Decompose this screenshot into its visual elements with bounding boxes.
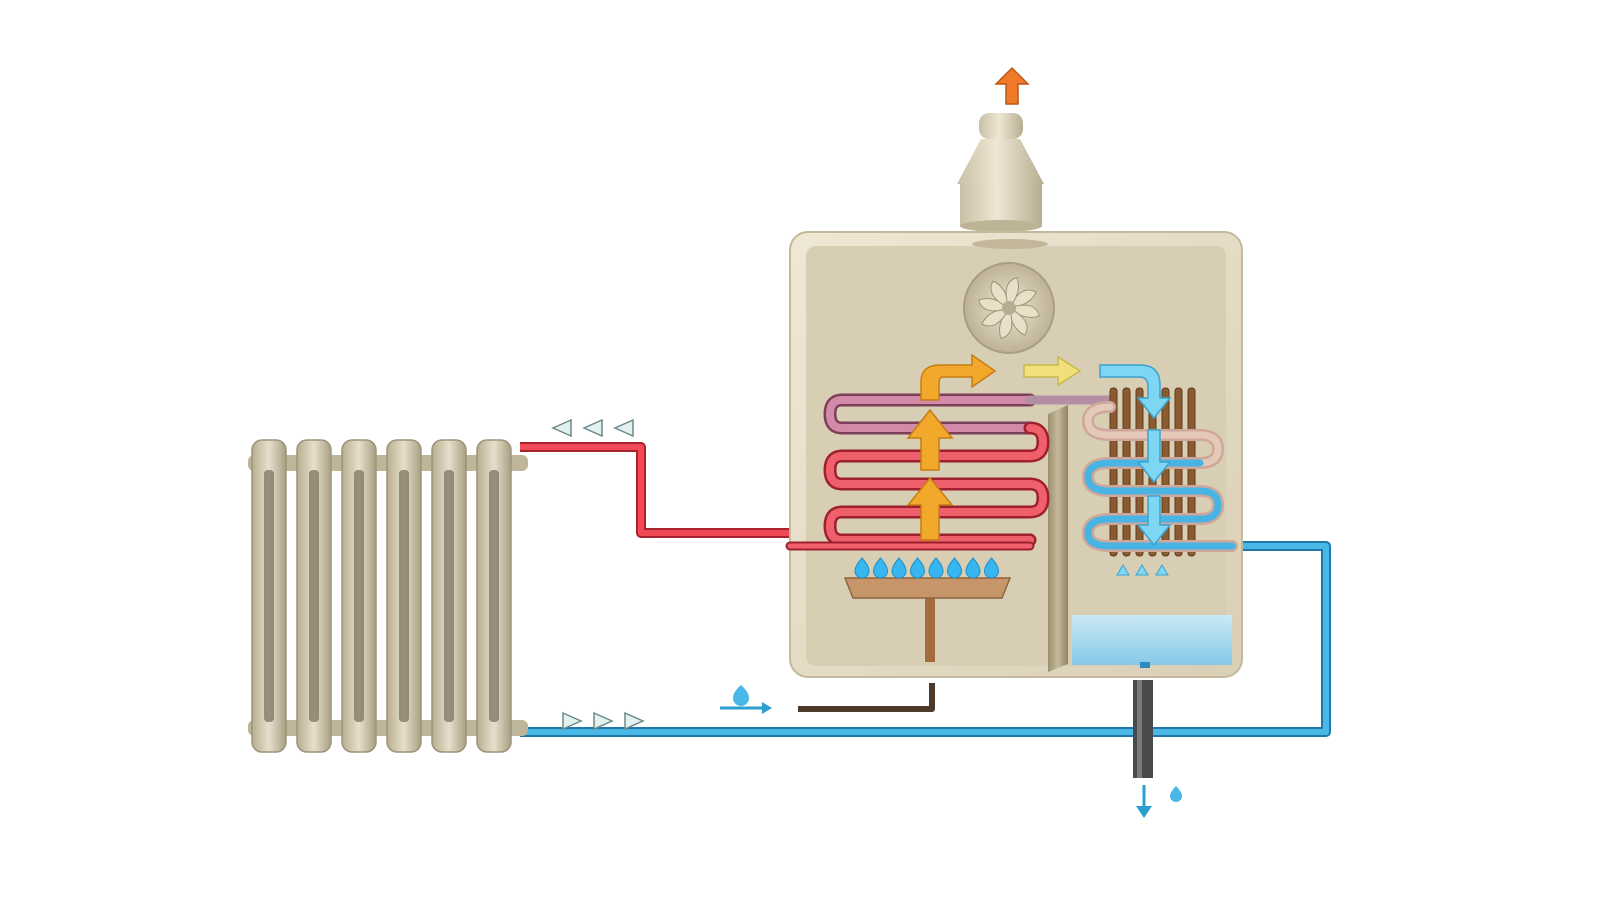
flame	[983, 557, 1000, 579]
flame	[909, 557, 926, 579]
hot-gas-rising	[906, 353, 997, 541]
flue	[957, 113, 1044, 232]
flame	[854, 557, 870, 579]
radiator-column	[431, 439, 467, 753]
flame	[872, 557, 889, 579]
radiator-column	[386, 439, 422, 753]
cold-water-return	[562, 711, 645, 731]
burner-flames	[854, 557, 1000, 579]
flame	[891, 557, 907, 579]
hot-water-to-radiator	[551, 418, 634, 438]
fan	[963, 262, 1055, 354]
exhaust-out	[994, 66, 1030, 105]
radiator-column	[341, 439, 377, 753]
flow-pipe	[520, 442, 790, 538]
return-pipe	[520, 541, 1331, 737]
gas-cooling-down	[1099, 364, 1172, 547]
flame	[946, 557, 963, 579]
flow-arrow-right	[624, 711, 645, 731]
condensate-drips	[1116, 564, 1169, 576]
flow-arrow-left	[582, 418, 603, 438]
condensate-out	[1136, 785, 1182, 818]
radiator	[248, 439, 528, 753]
radiator-column	[251, 439, 287, 753]
gas-inlet	[798, 683, 935, 712]
condensate-drain	[1133, 680, 1153, 778]
primary-heat-exchanger	[785, 393, 1115, 551]
gas-in	[720, 685, 772, 714]
radiator-column	[476, 439, 512, 753]
gas-to-condenser	[1023, 355, 1082, 387]
flow-arrow-right	[562, 711, 583, 731]
condensate-tray	[1072, 615, 1232, 668]
flow-arrow-right	[593, 711, 614, 731]
partition	[1048, 405, 1068, 672]
flow-arrow-left	[613, 418, 634, 438]
flame	[965, 557, 981, 579]
flame	[928, 557, 944, 579]
flow-arrow-left	[551, 418, 572, 438]
radiator-column	[296, 439, 332, 753]
